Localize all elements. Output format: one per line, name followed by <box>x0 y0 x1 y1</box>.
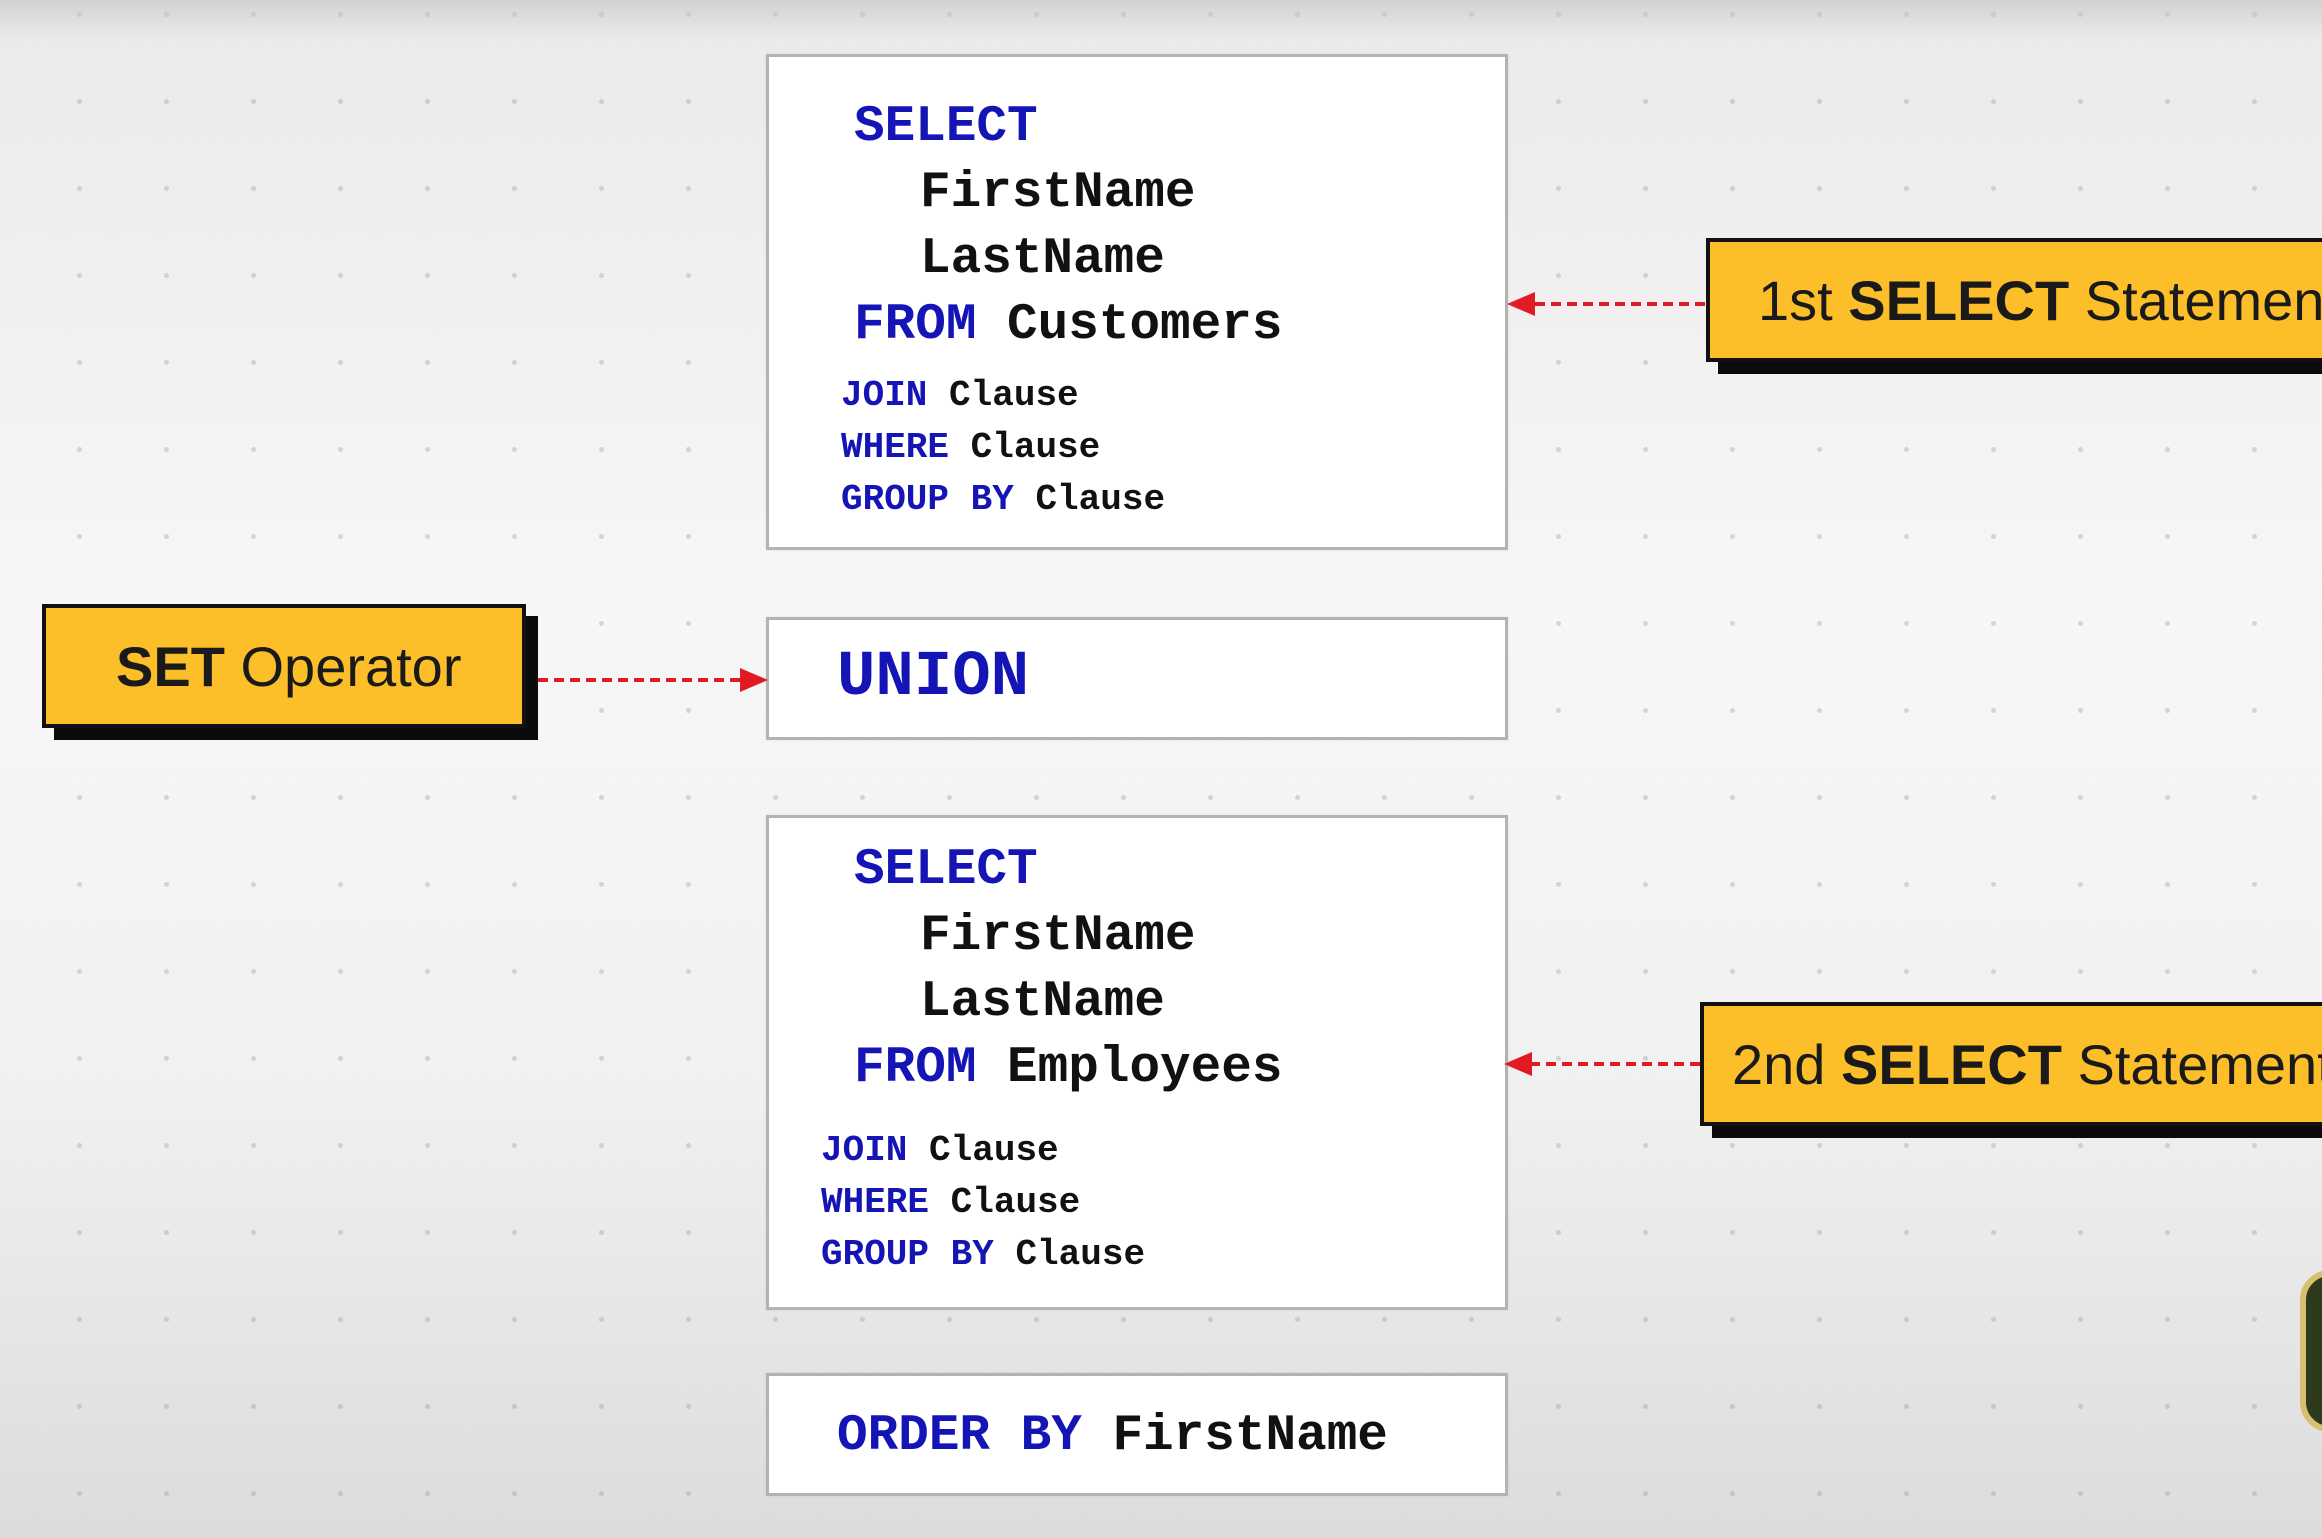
column-lastname: LastName <box>920 974 1165 1031</box>
second-select-label: 2nd SELECT Statement <box>1700 1002 2322 1126</box>
where-line: WHERE Clause <box>841 427 1100 468</box>
join-clause: Clause <box>929 1130 1059 1171</box>
join-clause: Clause <box>949 375 1079 416</box>
from-keyword: FROM <box>854 297 977 354</box>
label-suffix: Statement <box>2084 268 2322 332</box>
order-by-line: ORDER BY FirstName <box>837 1408 1388 1465</box>
group-by-clause: Clause <box>1035 479 1166 520</box>
label-suffix: Statement <box>2077 1032 2322 1096</box>
union-keyword: UNION <box>837 642 1030 714</box>
join-line: JOIN Clause <box>841 375 1079 416</box>
first-select-label: 1st SELECT Statement <box>1706 238 2322 362</box>
presenter-avatar <box>2300 1270 2322 1432</box>
from-line: FROM Customers <box>854 297 1282 354</box>
where-keyword: WHERE <box>841 427 950 468</box>
label-suffix: Operator <box>240 634 462 698</box>
select-keyword: SELECT <box>854 842 1038 899</box>
label-bold: SET <box>116 634 225 698</box>
join-keyword: JOIN <box>841 375 928 416</box>
label-prefix: 1st <box>1758 268 1833 332</box>
table-name: Customers <box>1007 297 1283 354</box>
order-by-column: FirstName <box>1112 1408 1388 1465</box>
label-bold: SELECT <box>1841 1032 2062 1096</box>
set-operator-label: SET Operator <box>42 604 526 728</box>
group-by-clause: Clause <box>1015 1234 1146 1275</box>
where-keyword: WHERE <box>821 1182 930 1223</box>
union-box: UNION <box>766 617 1508 740</box>
first-select-box: SELECT FirstName LastName FROM Customers… <box>766 54 1508 550</box>
where-line: WHERE Clause <box>821 1182 1080 1223</box>
group-by-keyword: GROUP BY <box>841 479 1014 520</box>
arrow-to-union <box>538 668 768 692</box>
where-clause: Clause <box>970 427 1101 468</box>
group-by-keyword: GROUP BY <box>821 1234 994 1275</box>
join-keyword: JOIN <box>821 1130 908 1171</box>
group-by-line: GROUP BY Clause <box>841 479 1165 520</box>
group-by-line: GROUP BY Clause <box>821 1234 1145 1275</box>
where-clause: Clause <box>950 1182 1081 1223</box>
arrow-to-first-select <box>1507 292 1705 316</box>
order-by-box: ORDER BY FirstName <box>766 1373 1508 1496</box>
label-prefix: 2nd <box>1732 1032 1826 1096</box>
label-bold: SELECT <box>1848 268 2070 332</box>
column-firstname: FirstName <box>920 908 1196 965</box>
join-line: JOIN Clause <box>821 1130 1059 1171</box>
column-lastname: LastName <box>920 231 1165 288</box>
second-select-box: SELECT FirstName LastName FROM Employees… <box>766 815 1508 1310</box>
from-keyword: FROM <box>854 1040 977 1097</box>
top-shadow <box>0 0 2322 40</box>
order-by-keyword: ORDER BY <box>837 1408 1082 1465</box>
select-keyword: SELECT <box>854 99 1038 156</box>
column-firstname: FirstName <box>920 165 1196 222</box>
table-name: Employees <box>1007 1040 1283 1097</box>
from-line: FROM Employees <box>854 1040 1282 1097</box>
arrow-to-second-select <box>1504 1052 1700 1076</box>
